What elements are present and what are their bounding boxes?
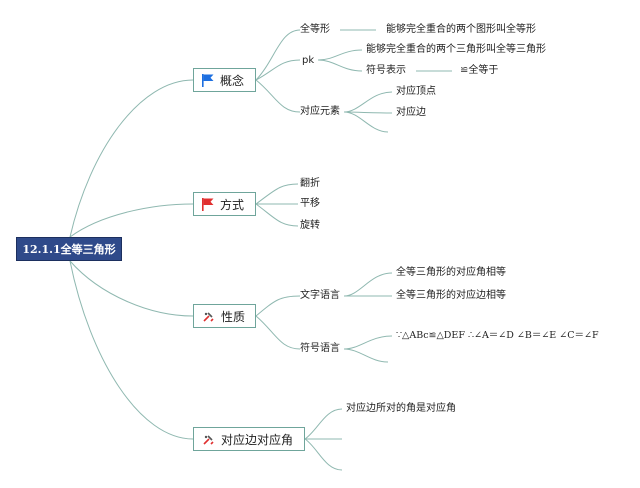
branch-method[interactable]: 方式 (193, 192, 256, 216)
node-symbol-def[interactable]: ≌全等于 (460, 65, 499, 76)
node-flip[interactable]: 翻折 (300, 178, 320, 189)
node-pk[interactable]: pk (302, 55, 315, 66)
tools-icon (202, 433, 215, 446)
node-pk-def[interactable]: 能够完全重合的两个三角形叫全等三角形 (366, 44, 546, 55)
node-elements[interactable]: 对应元素 (300, 106, 340, 117)
node-symbol[interactable]: 符号表示 (366, 65, 406, 76)
node-corresponding-angle[interactable]: 对应边所对的角是对应角 (346, 403, 456, 414)
branch-concept[interactable]: 概念 (193, 68, 256, 92)
flag-red-icon (202, 197, 214, 211)
node-edge[interactable]: 对应边 (396, 107, 426, 118)
node-translate[interactable]: 平移 (300, 198, 320, 209)
node-formula[interactable]: ∵△ABc≌△DEF ∴∠A＝∠D ∠B＝∠E ∠C＝∠F (396, 330, 599, 341)
tools-icon (202, 310, 215, 323)
branch-concept-label: 概念 (220, 73, 245, 88)
node-congruent-shape[interactable]: 全等形 (300, 24, 330, 35)
node-symbol-language[interactable]: 符号语言 (300, 343, 340, 354)
node-rotate[interactable]: 旋转 (300, 220, 320, 231)
branch-corresponding-label: 对应边对应角 (221, 432, 294, 447)
branch-property-label: 性质 (221, 309, 246, 324)
flag-blue-icon (202, 73, 214, 87)
branch-method-label: 方式 (220, 197, 245, 212)
node-text-language[interactable]: 文字语言 (300, 290, 340, 301)
branch-corresponding[interactable]: 对应边对应角 (193, 427, 305, 451)
node-congruent-shape-def[interactable]: 能够完全重合的两个图形叫全等形 (386, 24, 536, 35)
root-node[interactable]: 12.1.1全等三角形 (16, 237, 122, 261)
node-angles-equal[interactable]: 全等三角形的对应角相等 (396, 267, 506, 278)
node-sides-equal[interactable]: 全等三角形的对应边相等 (396, 290, 506, 301)
branch-property[interactable]: 性质 (193, 304, 256, 328)
node-vertex[interactable]: 对应顶点 (396, 86, 436, 97)
